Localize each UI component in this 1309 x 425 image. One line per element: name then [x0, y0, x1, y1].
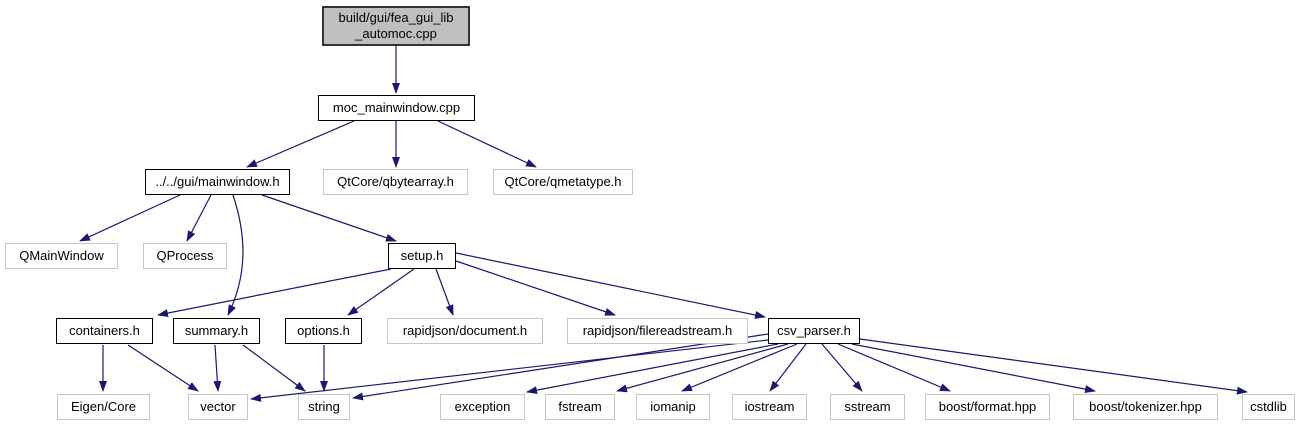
node-rapidjson-document: rapidjson/document.h: [387, 318, 543, 344]
node-label: QtCore/qmetatype.h: [504, 174, 622, 190]
edge-mainwindow-h-to-qprocess: [186, 194, 212, 242]
edge-csv-parser-h-to-boost-format: [837, 343, 951, 392]
node-label: rapidjson/filereadstream.h: [582, 323, 733, 339]
node-label: containers.h: [69, 323, 140, 339]
edge-setup-h-to-options-h: [347, 268, 415, 316]
node-label: options.h: [297, 323, 350, 339]
node-label: boost/format.hpp: [938, 399, 1037, 415]
edge-mainwindow-h-to-setup-h: [261, 194, 397, 242]
edge-csv-parser-h-to-boost-tokenizer: [851, 343, 1096, 394]
node-qmainwindow: QMainWindow: [5, 243, 118, 269]
edge-setup-h-to-csv-parser-h: [455, 252, 766, 319]
node-label: iomanip: [650, 399, 696, 415]
node-label: moc_mainwindow.cpp: [332, 100, 461, 116]
node-label: QMainWindow: [19, 248, 104, 264]
node-label: summary.h: [184, 323, 249, 339]
node-label: QtCore/qbytearray.h: [337, 174, 454, 190]
node-summary-h[interactable]: summary.h: [173, 318, 260, 344]
node-boost-format: boost/format.hpp: [925, 394, 1050, 420]
node-label: rapidjson/document.h: [402, 323, 528, 339]
edge-mainwindow-h-to-qmainwindow: [79, 194, 181, 242]
node-eigen-core: Eigen/Core: [57, 394, 150, 420]
node-label: build/gui/fea_gui_lib _automoc.cpp: [338, 10, 454, 41]
node-fstream: fstream: [545, 394, 615, 420]
edge-csv-parser-h-to-sstream: [821, 343, 863, 392]
edge-mainwindow-h-to-summary-h: [227, 194, 244, 316]
node-label: csv_parser.h: [777, 323, 851, 339]
node-label: ../../gui/mainwindow.h: [155, 174, 280, 190]
node-automoc: build/gui/fea_gui_lib _automoc.cpp: [322, 6, 470, 46]
edge-setup-h-to-rapidjson-filereadstream: [455, 260, 616, 316]
node-label: sstream: [844, 399, 891, 415]
node-string: string: [298, 394, 350, 420]
node-vector: vector: [188, 394, 248, 420]
edge-csv-parser-h-to-iostream: [769, 343, 807, 392]
node-label: QProcess: [156, 248, 214, 264]
edge-summary-h-to-vector: [213, 344, 222, 392]
node-label: vector: [200, 399, 236, 415]
node-label: fstream: [558, 399, 602, 415]
edge-setup-h-to-rapidjson-document: [435, 268, 454, 316]
node-csv-parser-h[interactable]: csv_parser.h: [768, 318, 860, 344]
edge-csv-parser-h-to-fstream: [616, 343, 789, 393]
node-label: boost/tokenizer.hpp: [1089, 399, 1202, 415]
node-qmetatype: QtCore/qmetatype.h: [493, 169, 633, 195]
node-options-h[interactable]: options.h: [285, 318, 362, 344]
node-label: Eigen/Core: [70, 399, 137, 415]
edge-moc-mainwindow-to-mainwindow-h: [246, 120, 355, 168]
node-mainwindow-h[interactable]: ../../gui/mainwindow.h: [145, 169, 290, 195]
edge-setup-h-to-containers-h: [157, 268, 392, 317]
node-boost-tokenizer: boost/tokenizer.hpp: [1073, 394, 1218, 420]
node-label: string: [308, 399, 340, 415]
node-qbytearray: QtCore/qbytearray.h: [323, 169, 468, 195]
node-qprocess: QProcess: [143, 243, 227, 269]
edge-csv-parser-h-to-vector: [250, 339, 769, 402]
edge-csv-parser-h-to-string: [352, 333, 769, 401]
node-rapidjson-filereadstream: rapidjson/filereadstream.h: [567, 318, 748, 344]
node-setup-h[interactable]: setup.h: [388, 243, 456, 269]
node-containers-h[interactable]: containers.h: [56, 318, 153, 344]
node-sstream: sstream: [830, 394, 905, 420]
node-cstdlib: cstdlib: [1242, 394, 1295, 420]
edge-csv-parser-h-to-iomanip: [681, 343, 798, 392]
node-label: iostream: [744, 399, 795, 415]
node-iostream: iostream: [732, 394, 807, 420]
node-label: setup.h: [400, 248, 444, 264]
node-label: cstdlib: [1250, 399, 1287, 415]
edge-csv-parser-h-to-exception: [526, 343, 779, 395]
node-exception: exception: [440, 394, 525, 420]
edge-summary-h-to-string: [242, 344, 306, 392]
node-moc-mainwindow[interactable]: moc_mainwindow.cpp: [318, 95, 475, 121]
edge-moc-mainwindow-to-qmetatype: [437, 120, 537, 168]
node-label: exception: [454, 399, 511, 415]
node-iomanip: iomanip: [636, 394, 710, 420]
edge-containers-h-to-vector: [127, 344, 199, 392]
edge-csv-parser-h-to-cstdlib: [859, 338, 1248, 395]
